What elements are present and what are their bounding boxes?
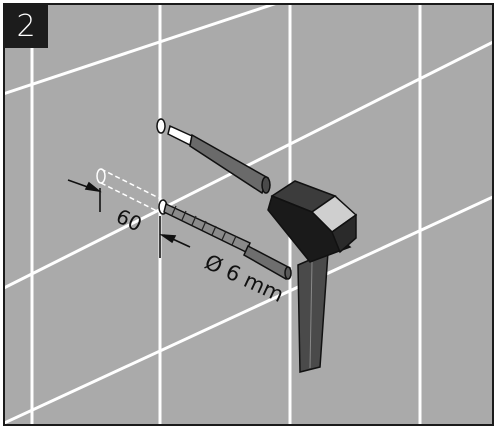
depth-dimension bbox=[67, 179, 191, 258]
anchor-pin-icon bbox=[156, 118, 271, 195]
step-number-badge: 2 bbox=[4, 4, 48, 48]
hammer-icon bbox=[267, 180, 358, 373]
drill-hole-outline bbox=[96, 168, 164, 215]
drill-bit-icon bbox=[158, 199, 292, 281]
panel-border bbox=[3, 3, 494, 426]
